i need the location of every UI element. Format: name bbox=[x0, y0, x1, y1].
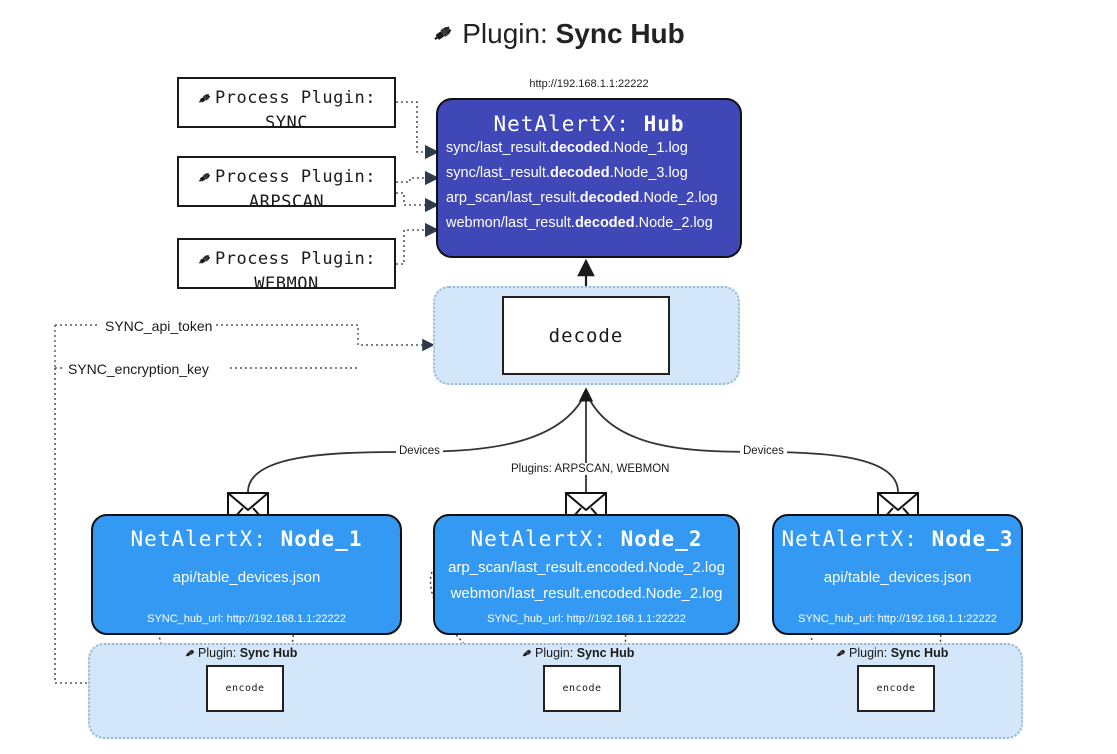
process-plugin-line1: Process Plugin: bbox=[179, 86, 394, 111]
process-plugin-line2: ARPSCAN bbox=[248, 192, 325, 212]
process-plugin-line1: Process Plugin: bbox=[179, 247, 394, 272]
secret-label-encryption-key: SYNC_encryption_key bbox=[64, 361, 213, 377]
node-box-1[interactable]: NetAlertX: Node_1 api/table_devices.json… bbox=[91, 514, 402, 635]
hub-box[interactable]: NetAlertX: Hub sync/last_result.decoded.… bbox=[436, 98, 742, 258]
node-box-3[interactable]: NetAlertX: Node_3 api/table_devices.json… bbox=[772, 514, 1023, 635]
encoder-plugin-label-3: Plugin: Sync Hub bbox=[835, 646, 948, 660]
node-title: NetAlertX: Node_2 bbox=[470, 527, 703, 551]
node-box-2[interactable]: NetAlertX: Node_2 arp_scan/last_result.e… bbox=[433, 514, 740, 635]
plug-icon bbox=[836, 649, 846, 657]
edge-label-plugins: Plugins: ARPSCAN, WEBMON bbox=[508, 463, 673, 475]
node-title: NetAlertX: Node_3 bbox=[781, 527, 1014, 551]
encoder-plugin-label-2: Plugin: Sync Hub bbox=[521, 646, 634, 660]
title-prefix: Plugin: bbox=[462, 18, 556, 49]
plug-icon bbox=[198, 254, 211, 264]
node-line: api/table_devices.json bbox=[172, 569, 321, 586]
process-plugin-arpscan[interactable]: Process Plugin: ARPSCAN bbox=[177, 156, 396, 212]
edge-label-devices-right: Devices bbox=[740, 445, 787, 457]
process-plugin-sync[interactable]: Process Plugin: SYNC bbox=[177, 77, 396, 133]
hub-title: NetAlertX: Hub bbox=[493, 112, 685, 136]
hub-log-line: sync/last_result.decoded.Node_3.log bbox=[446, 165, 688, 181]
decode-box[interactable]: decode bbox=[502, 296, 670, 375]
plug-icon bbox=[198, 172, 211, 182]
process-plugin-webmon[interactable]: Process Plugin: WEBMON bbox=[177, 238, 396, 294]
node-url: SYNC_hub_url: http://192.168.1.1:22222 bbox=[147, 613, 346, 625]
encoder-plugin-label-1: Plugin: Sync Hub bbox=[184, 646, 297, 660]
encode-box-3[interactable]: encode bbox=[857, 665, 935, 712]
plug-icon bbox=[522, 649, 532, 657]
plug-icon bbox=[185, 649, 195, 657]
secret-label-api-token: SYNC_api_token bbox=[101, 318, 217, 334]
hub-log-line: sync/last_result.decoded.Node_1.log bbox=[446, 140, 688, 156]
page-title: Plugin: Sync Hub bbox=[0, 18, 1117, 52]
plug-icon bbox=[198, 93, 211, 103]
edge-label-devices-left: Devices bbox=[396, 445, 443, 457]
process-plugin-line2: SYNC bbox=[265, 113, 308, 133]
hub-log-line: webmon/last_result.decoded.Node_2.log bbox=[446, 215, 713, 231]
process-plugin-line1: Process Plugin: bbox=[179, 165, 394, 190]
node-url: SYNC_hub_url: http://192.168.1.1:22222 bbox=[798, 613, 997, 625]
node-line: arp_scan/last_result.encoded.Node_2.log bbox=[448, 559, 725, 576]
node-line: api/table_devices.json bbox=[823, 569, 972, 586]
hub-log-line: arp_scan/last_result.decoded.Node_2.log bbox=[446, 190, 718, 206]
node-line: webmon/last_result.encoded.Node_2.log bbox=[450, 585, 723, 602]
title-name: Sync Hub bbox=[555, 18, 685, 49]
encode-box-2[interactable]: encode bbox=[543, 665, 621, 712]
node-url: SYNC_hub_url: http://192.168.1.1:22222 bbox=[487, 613, 686, 625]
plug-icon bbox=[432, 19, 458, 52]
encode-box-1[interactable]: encode bbox=[206, 665, 284, 712]
node-title: NetAlertX: Node_1 bbox=[130, 527, 363, 551]
hub-url: http://192.168.1.1:22222 bbox=[529, 78, 649, 90]
process-plugin-line2: WEBMON bbox=[254, 274, 319, 294]
